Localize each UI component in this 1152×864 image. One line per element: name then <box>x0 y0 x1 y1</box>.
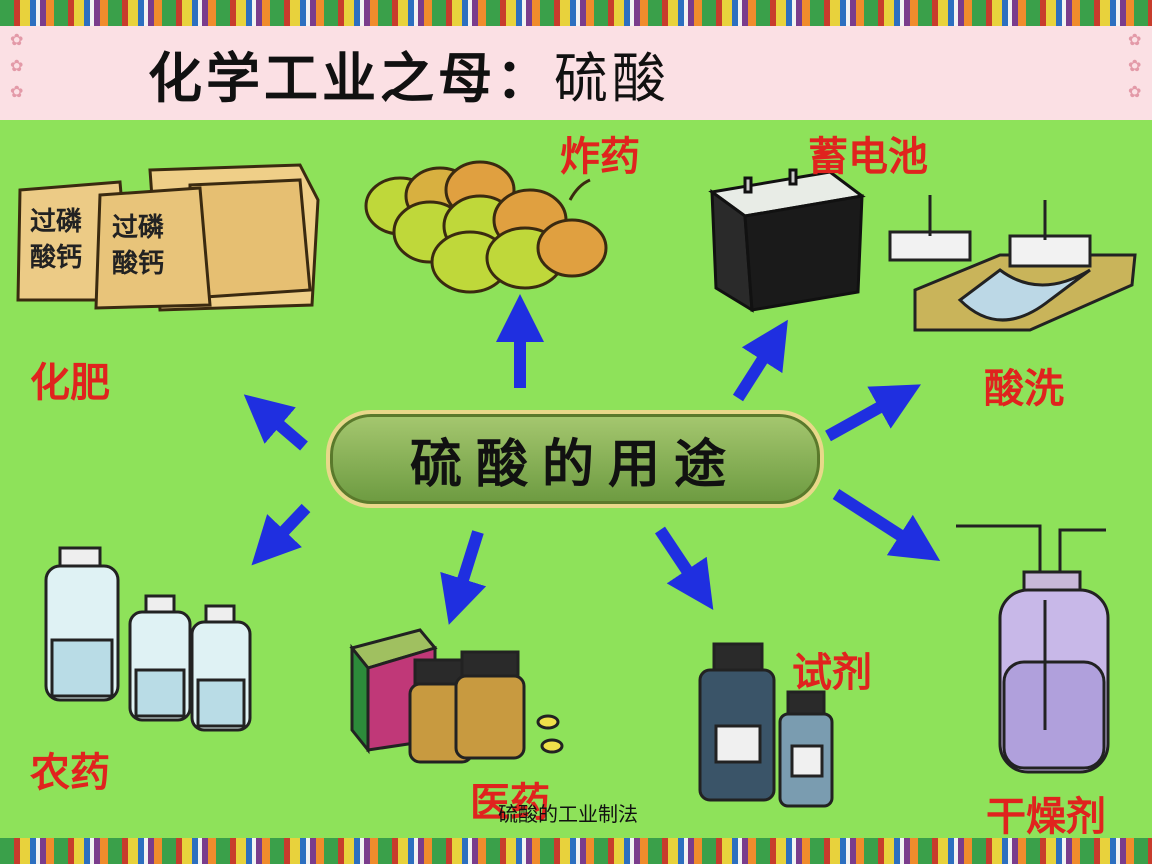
label-battery: 蓄电池 <box>808 124 928 182</box>
pickling-tank-icon <box>890 195 1135 330</box>
arrow-down-left-icon <box>456 532 478 602</box>
bottom-decorative-stripe <box>0 838 1152 864</box>
label-pickling: 酸洗 <box>984 356 1064 414</box>
svg-text:酸钙: 酸钙 <box>112 249 164 279</box>
arrow-down-right-icon <box>660 530 700 590</box>
arrow-right-down-icon <box>836 494 920 548</box>
label-reagent: 试剂 <box>792 640 872 698</box>
arrow-right-up-icon <box>828 396 900 436</box>
label-explosive: 炸药 <box>560 124 640 182</box>
medicine-icon <box>352 630 562 762</box>
label-fertilizer: 化肥 <box>30 350 110 408</box>
svg-text:过磷: 过磷 <box>30 207 82 237</box>
gas-washing-bottle-icon <box>956 526 1108 772</box>
center-label: 硫酸的用途 <box>410 422 740 497</box>
battery-icon <box>712 170 862 310</box>
center-label-plaque: 硫酸的用途 <box>326 410 824 508</box>
svg-text:过磷: 过磷 <box>112 213 164 243</box>
svg-text:酸钙: 酸钙 <box>30 243 82 273</box>
arrow-up-left-icon <box>262 410 304 446</box>
pesticide-bottles-icon <box>46 548 250 730</box>
footer-caption: 硫酸的工业制法 <box>498 798 638 827</box>
arrow-down-left-icon <box>268 508 306 548</box>
label-desiccant: 干燥剂 <box>986 784 1106 842</box>
fertilizer-bags-icon: 过磷 酸钙 过磷 酸钙 <box>18 165 318 310</box>
arrow-up-right-icon <box>738 340 775 398</box>
label-pesticide: 农药 <box>30 740 110 798</box>
